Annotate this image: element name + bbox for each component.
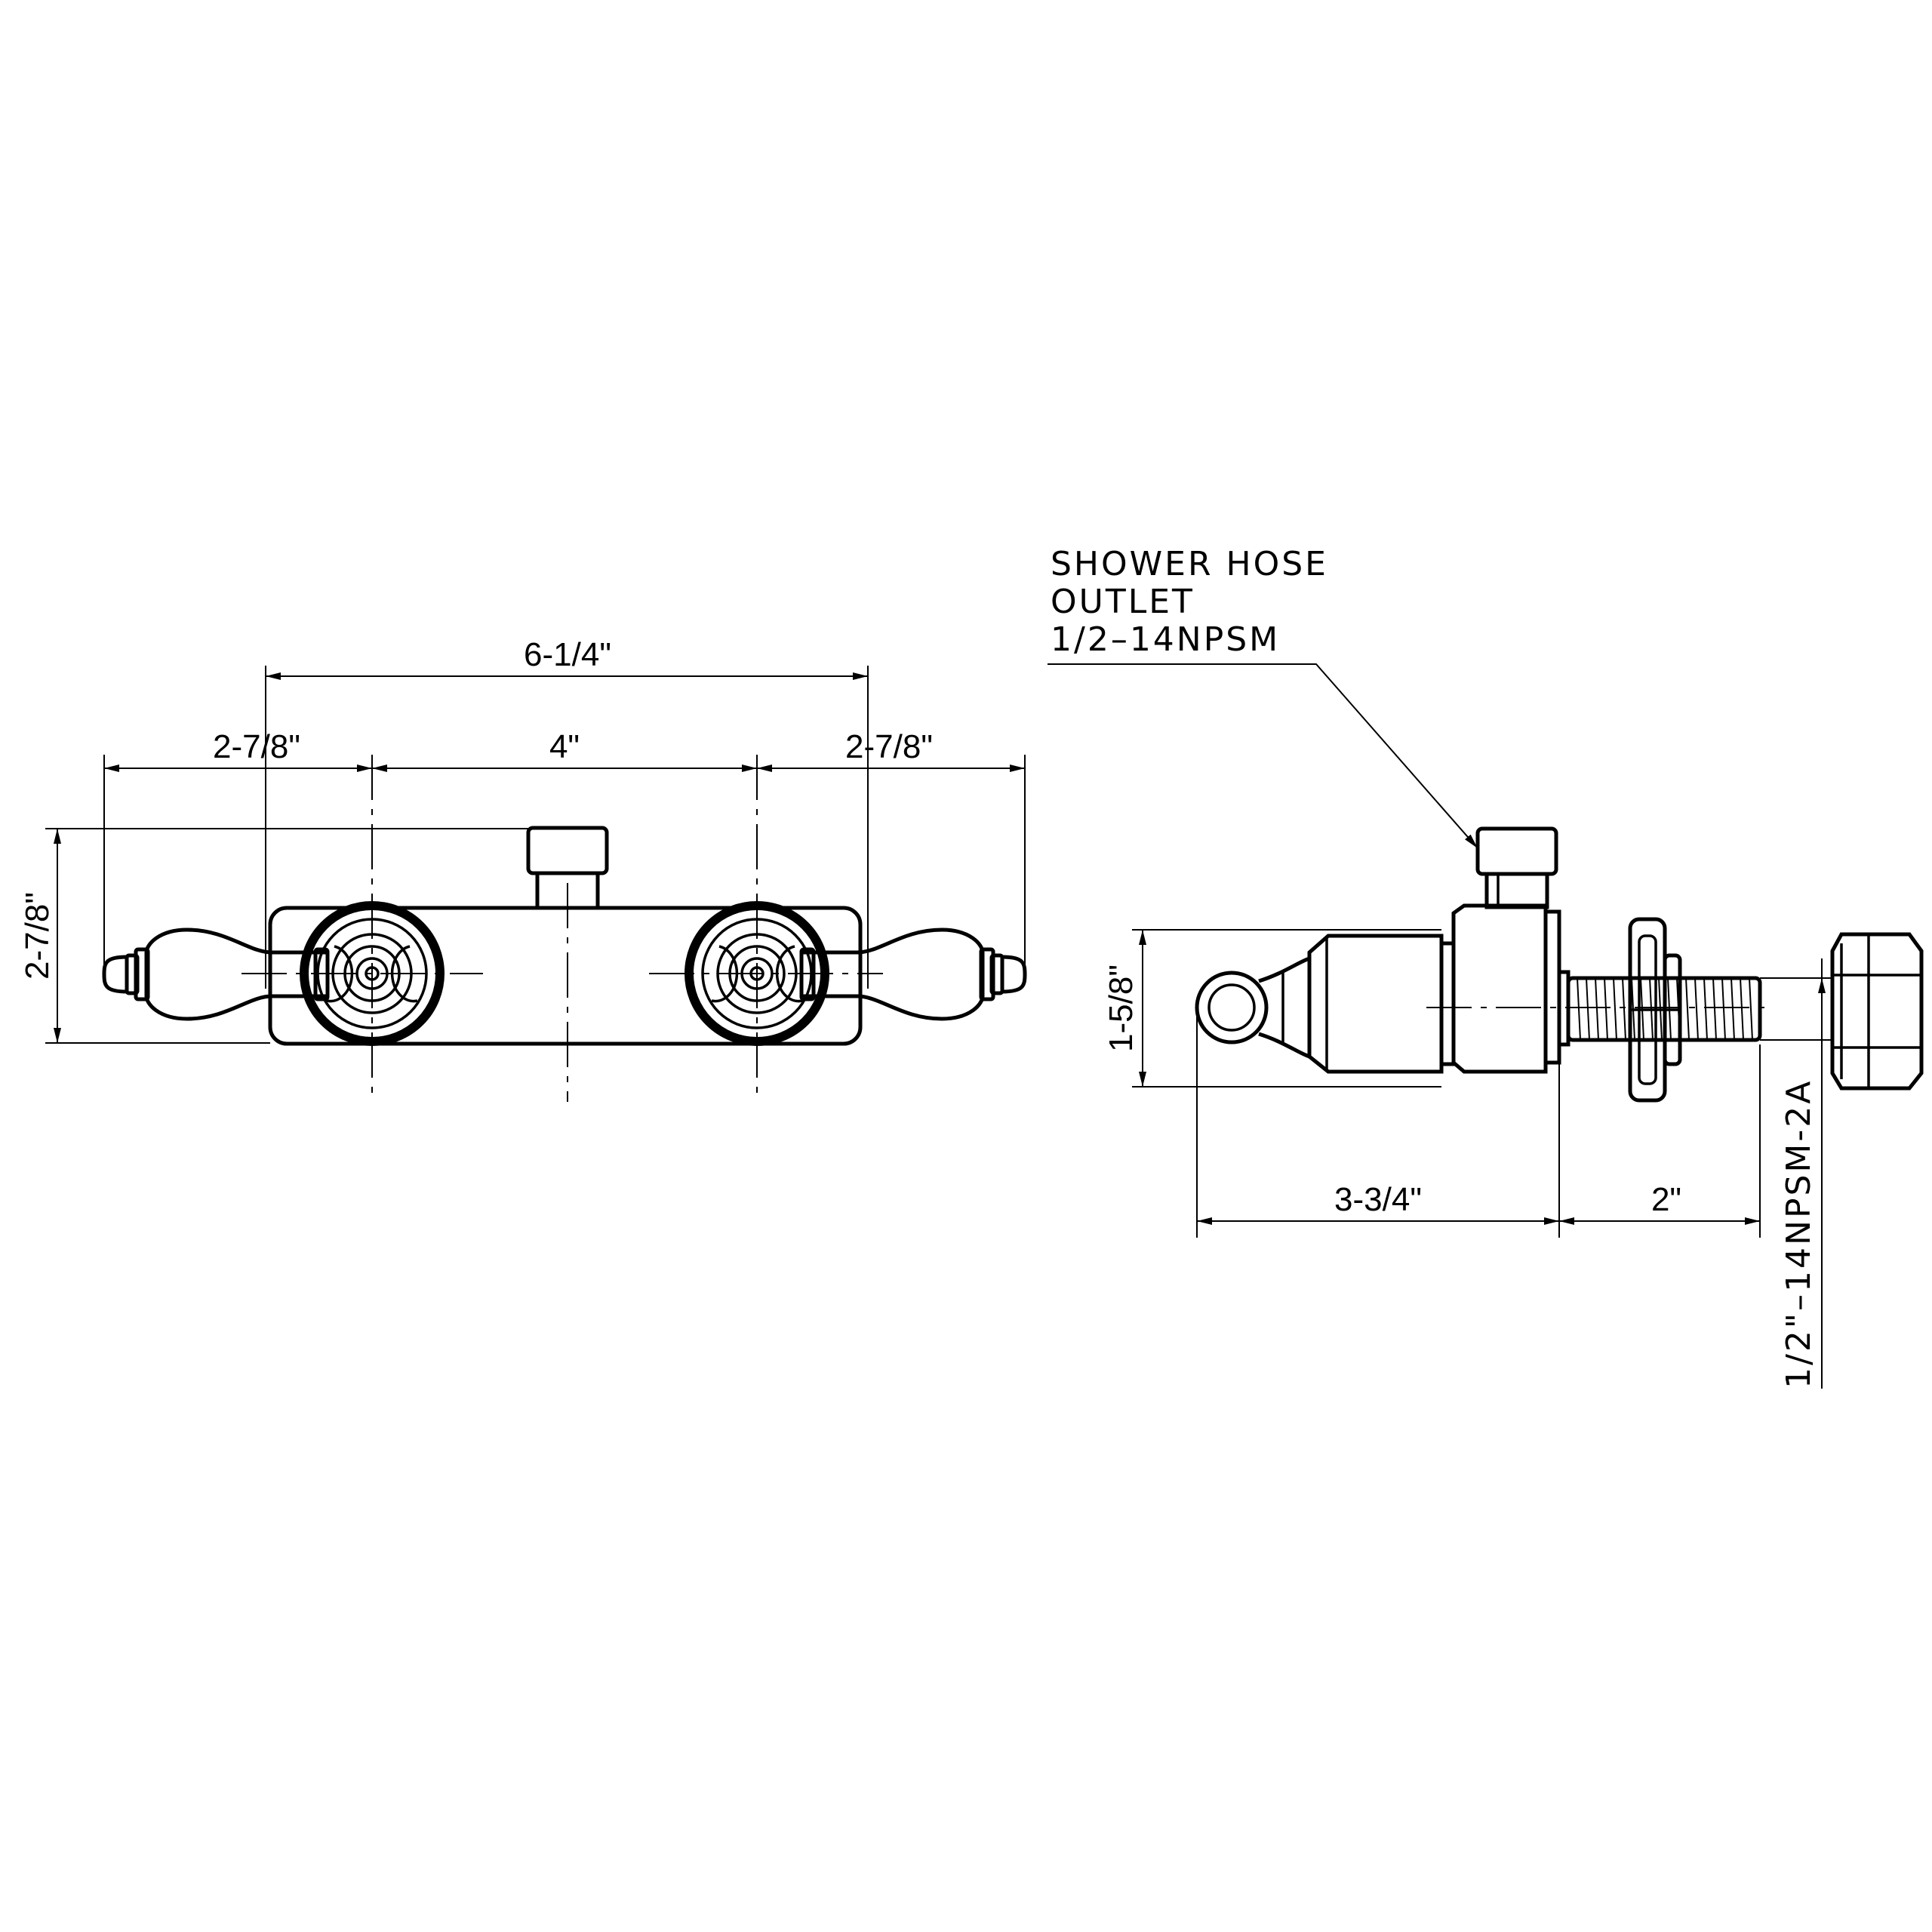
side-lever-end <box>1195 955 1312 1060</box>
dim-center-spacing: 4" <box>549 728 580 765</box>
dim-left-reach: 2-7/8" <box>213 728 300 765</box>
dim-thread-spec: 1/2"–14NPSM-2A <box>1780 1079 1818 1389</box>
dim-side-depth: 3-3/4" <box>1334 1181 1422 1218</box>
dim-stem-length: 2" <box>1651 1181 1681 1218</box>
outlet-callout: SHOWER HOSE OUTLET 1/2–14NPSM <box>1048 545 1478 849</box>
dim-overall-height: 2-7/8" <box>19 892 56 980</box>
callout-line-1: SHOWER HOSE <box>1051 545 1328 583</box>
left-lever-handle <box>102 928 330 1021</box>
side-handle-cone <box>1307 934 1444 1074</box>
side-flange-nut <box>1628 917 1682 1103</box>
side-body <box>1439 903 1561 1074</box>
dim-right-reach: 2-7/8" <box>845 728 933 765</box>
front-centerlines <box>242 755 883 1102</box>
side-coupling-nut <box>1830 932 1924 1091</box>
front-extension-lines <box>45 666 1026 1044</box>
dim-side-height: 1-5/8" <box>1103 964 1140 1052</box>
side-extension-lines <box>1132 929 1834 1238</box>
callout-line-3: 1/2–14NPSM <box>1051 620 1280 659</box>
side-hose-outlet <box>1475 826 1558 909</box>
callout-line-2: OUTLET <box>1051 583 1195 621</box>
side-view: 1-5/8" 3-3/4" 2" 1/2"–14NPSM-2A SHOWER H… <box>1048 545 1924 1389</box>
front-view: 6-1/4" 2-7/8" 4" 2-7/8" 2-7/8" <box>19 636 1027 1102</box>
callout-leader-line <box>1048 663 1478 849</box>
dim-overall-width: 6-1/4" <box>524 636 611 673</box>
right-lever-handle <box>799 928 1027 1021</box>
